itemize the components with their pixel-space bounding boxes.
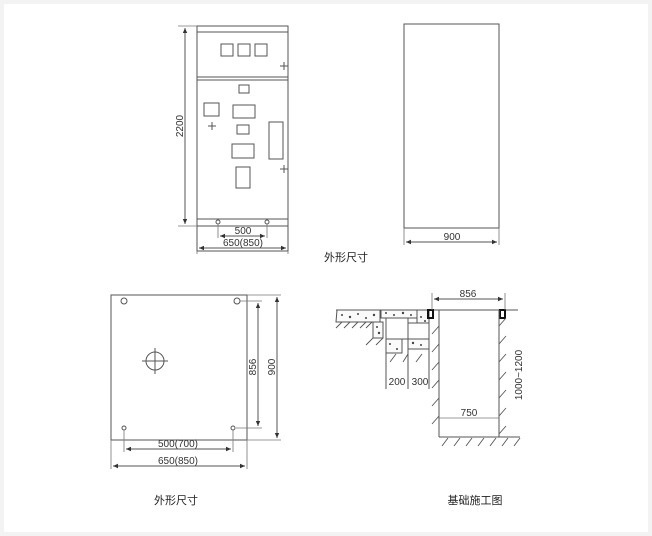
depth-dim: 900 bbox=[267, 358, 278, 375]
width-dim: 856 bbox=[460, 289, 477, 300]
height-dim: 2200 bbox=[175, 114, 186, 137]
hole-width-dim: 500(700) bbox=[158, 439, 198, 450]
top-caption: 外形尺寸 bbox=[324, 250, 368, 264]
lock-icons bbox=[208, 62, 288, 173]
width-dim: 650(850) bbox=[158, 456, 198, 467]
plan-view: 856 900 500(700) 650(850) 外形尺寸 bbox=[110, 294, 281, 507]
ground-hatching bbox=[335, 317, 521, 447]
concrete-blocks bbox=[335, 309, 430, 354]
bottom-dim: 750 bbox=[461, 408, 478, 419]
depth-dim: 900 bbox=[444, 232, 461, 243]
aggregate-dots bbox=[341, 311, 426, 350]
step1-dim: 200 bbox=[389, 377, 406, 388]
side-view: 900 bbox=[403, 23, 500, 245]
plan-caption: 外形尺寸 bbox=[154, 493, 198, 507]
meter-boxes bbox=[203, 43, 284, 189]
step2-dim: 300 bbox=[412, 377, 429, 388]
foundation-caption: 基础施工图 bbox=[448, 494, 503, 507]
foot-dim: 500 bbox=[235, 226, 252, 237]
depth-dim: 1000~1200 bbox=[514, 349, 525, 400]
width-dim: 650(850) bbox=[223, 238, 263, 249]
hole-depth-dim: 856 bbox=[248, 358, 259, 375]
foundation-view: 200 300 750 856 1000~1200 基础施工图 bbox=[335, 289, 525, 507]
front-view: 2200 500 650(850) bbox=[175, 25, 289, 254]
